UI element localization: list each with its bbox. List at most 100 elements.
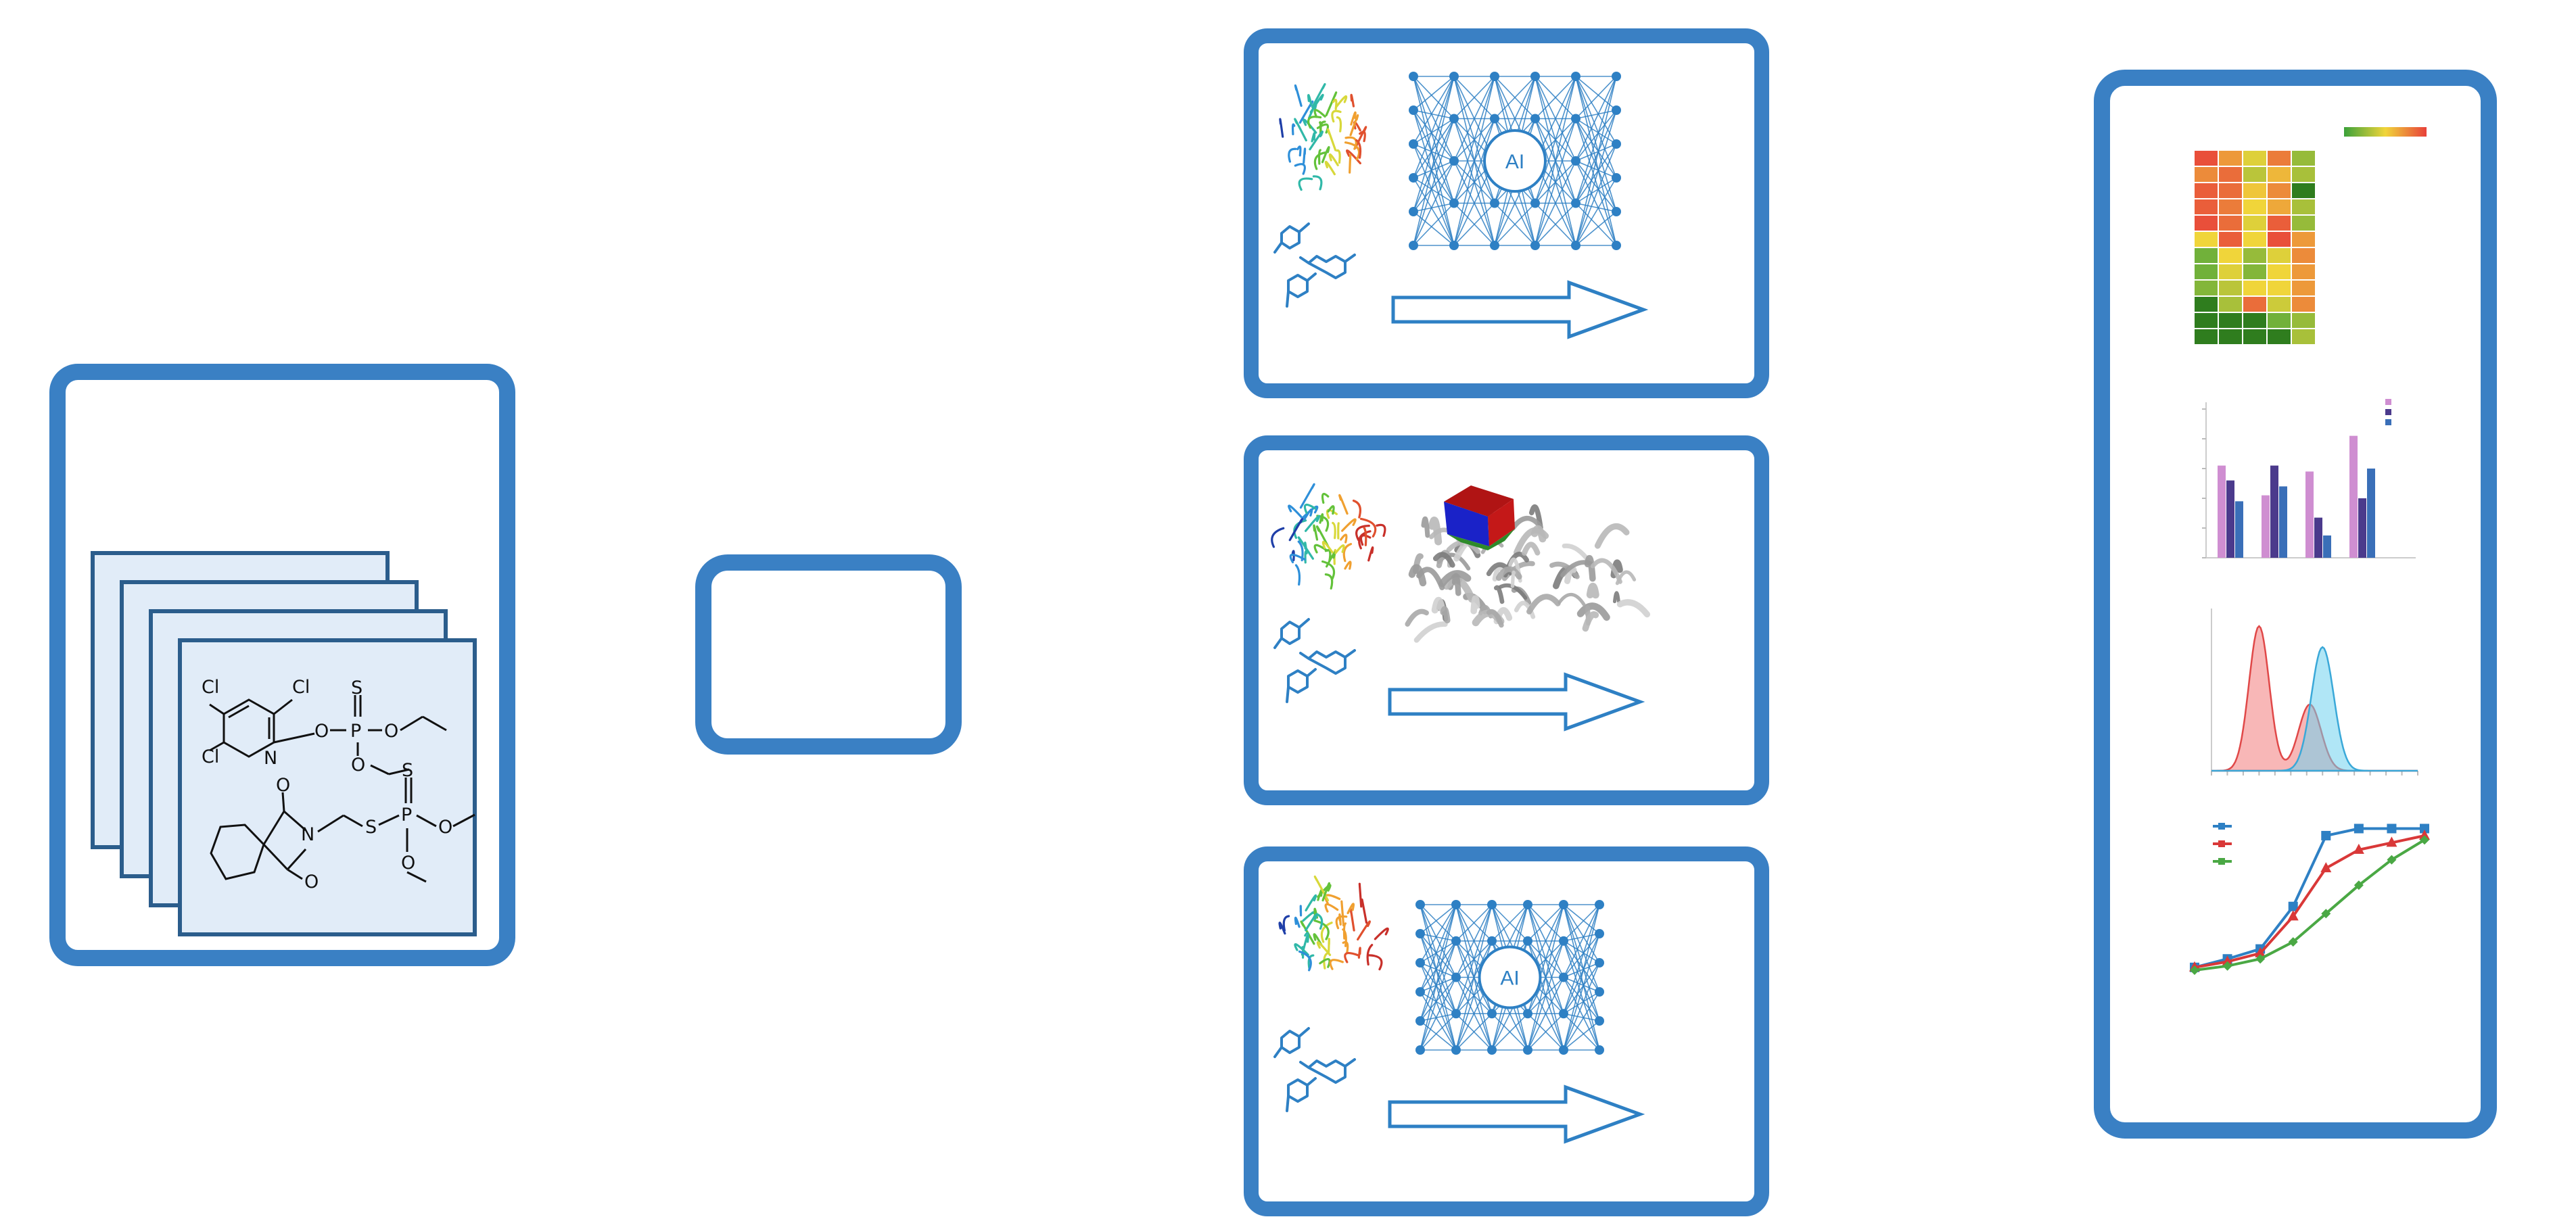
protein-ribbon <box>1342 922 1347 940</box>
binding-box-icon <box>1444 485 1515 550</box>
network-node <box>1451 900 1461 909</box>
protein-ribbon <box>1294 118 1307 142</box>
bar <box>2367 469 2375 558</box>
protein-structure-icon <box>1271 483 1386 590</box>
protein-ribbon <box>1440 606 1451 624</box>
network-node <box>1490 114 1499 124</box>
line-point <box>2321 830 2331 840</box>
protein-ribbon <box>1303 147 1307 164</box>
bond <box>317 814 344 833</box>
protein-ribbon <box>1363 526 1367 546</box>
series-line <box>2194 827 2425 969</box>
network-connection <box>1413 76 1455 145</box>
protein-ribbon <box>1327 505 1335 515</box>
heatmap-cell <box>2195 297 2218 312</box>
protein-ribbon <box>1590 558 1622 584</box>
line-point <box>2287 910 2299 921</box>
network-connection <box>1535 76 1576 120</box>
network-connection <box>1575 143 1617 204</box>
network-node <box>1559 972 1568 982</box>
bond <box>378 814 400 826</box>
bar-chart <box>2202 399 2416 558</box>
network-connection <box>1455 1013 1493 1051</box>
heatmap-cell <box>2195 248 2218 263</box>
network-connection <box>1575 118 1617 178</box>
network-node <box>1415 1045 1425 1055</box>
molecule-3 <box>1286 668 1317 703</box>
protein-ribbon <box>1332 99 1338 110</box>
network-connection <box>1420 904 1457 1022</box>
heatmap-cell <box>2219 167 2242 182</box>
method-panel-3: AI <box>1244 846 1769 1216</box>
atom-n-1: N <box>264 748 277 769</box>
line-chart <box>2189 823 2430 975</box>
protein-ribbon <box>1431 596 1445 614</box>
network-node <box>1415 958 1425 968</box>
network-connection <box>1575 143 1617 246</box>
legend-marker <box>2218 840 2225 847</box>
network-connection <box>1563 933 1600 1014</box>
network-connection <box>1575 177 1617 204</box>
protein-ribbon <box>1374 927 1389 940</box>
protein-ribbon <box>1612 591 1620 604</box>
network-connection <box>1575 143 1617 162</box>
network-connection <box>1420 940 1457 993</box>
heatmap-cell <box>2268 167 2291 182</box>
heatmap-cell <box>2243 151 2266 166</box>
heatmap-cell <box>2292 329 2315 344</box>
network-connection <box>1413 118 1455 145</box>
atom-o-3: O <box>351 755 365 775</box>
protein-ribbon <box>1300 920 1315 945</box>
network-connection <box>1453 76 1495 204</box>
atom-o-2: O <box>384 721 398 742</box>
network-connection <box>1413 118 1455 212</box>
network-node <box>1571 114 1580 124</box>
bond <box>273 698 293 715</box>
protein-ribbon <box>1359 130 1366 143</box>
protein-ribbon <box>1294 85 1303 108</box>
small-molecules-icon <box>1273 222 1356 308</box>
network-connection <box>1563 991 1600 1051</box>
protein-ribbon <box>1319 958 1331 968</box>
line-point <box>2222 955 2233 966</box>
network-connection <box>1535 202 1576 246</box>
line-point <box>2420 824 2429 834</box>
bar <box>2323 535 2331 558</box>
protein-ribbon <box>1344 952 1359 963</box>
protein-ribbon <box>1313 109 1326 118</box>
network-node <box>1595 1016 1604 1026</box>
protein-ribbon <box>1350 93 1355 108</box>
network-connection <box>1413 118 1455 178</box>
network-connection <box>1420 904 1457 1014</box>
protein-ribbon <box>1309 93 1324 114</box>
bond <box>452 813 475 828</box>
bond <box>416 814 437 828</box>
heatmap-cell <box>2195 183 2218 198</box>
line-point <box>2420 835 2429 845</box>
network-node <box>1612 139 1621 149</box>
heatmap-chart <box>2195 151 2315 344</box>
molecule-1 <box>1273 222 1310 254</box>
network-connection <box>1575 118 1617 212</box>
protein-ribbon <box>1340 900 1345 927</box>
network-connection <box>1575 211 1617 246</box>
network-node <box>1409 173 1418 183</box>
heatmap-cell <box>2243 281 2266 295</box>
network-connection <box>1563 904 1600 978</box>
protein-ribbon <box>1282 915 1290 932</box>
protein-ribbon <box>1432 552 1455 568</box>
atom-p-2: P <box>401 805 412 826</box>
network-node <box>1490 72 1499 81</box>
protein-ribbon <box>1288 517 1304 542</box>
network-connection <box>1575 110 1617 204</box>
network-node <box>1595 900 1604 909</box>
line-point <box>2255 954 2266 964</box>
network-connection <box>1420 962 1457 1014</box>
network-connection <box>1563 962 1600 1051</box>
network-node <box>1409 105 1418 115</box>
network-connection <box>1575 160 1617 212</box>
network-connection <box>1494 76 1536 120</box>
bar <box>2226 480 2234 558</box>
protein-ribbon <box>1289 553 1306 564</box>
protein-ribbon <box>1321 492 1330 504</box>
